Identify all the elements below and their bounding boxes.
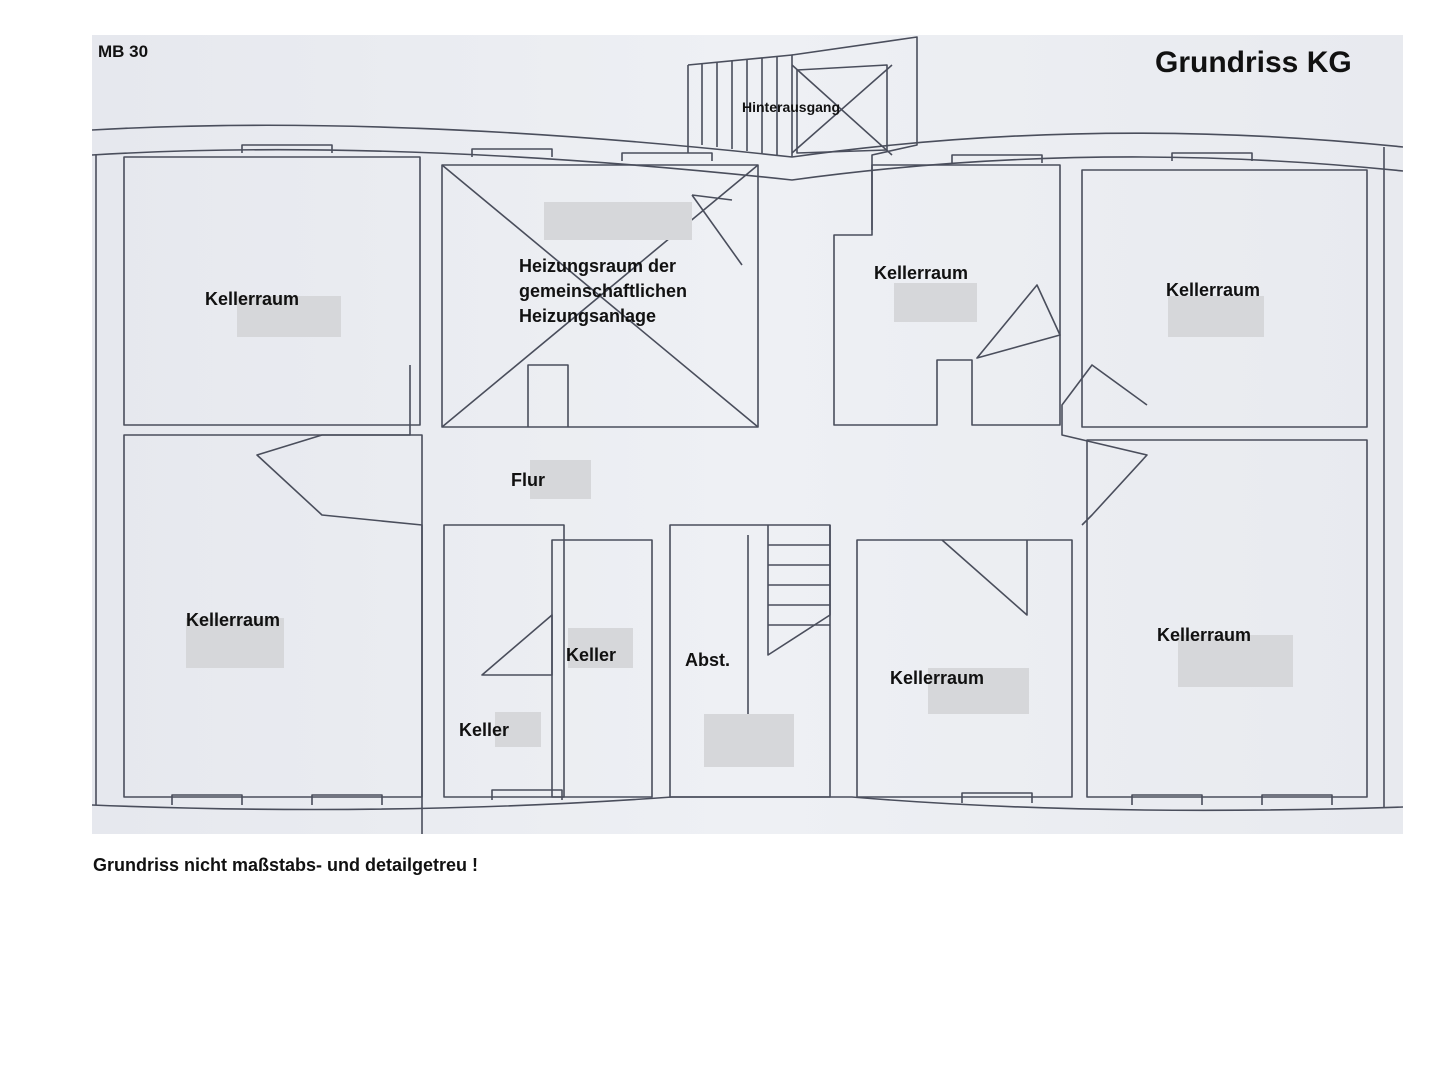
redaction-patch bbox=[704, 714, 794, 767]
room-label-keller-2: Keller bbox=[459, 720, 510, 740]
room-label-kellerraum-bl: Kellerraum bbox=[186, 610, 281, 630]
room-tl bbox=[123, 156, 421, 426]
stair-treads-top bbox=[701, 57, 778, 155]
heizung-door bbox=[691, 194, 743, 266]
room-label-hinterausgang: Hinterausgang bbox=[742, 99, 841, 115]
room-label-kellerraum-br: Kellerraum bbox=[1157, 625, 1252, 645]
redaction-patch bbox=[1178, 635, 1293, 687]
outer-wall-top-inner bbox=[92, 148, 1403, 181]
room-keller-1 bbox=[443, 524, 565, 798]
room-br bbox=[1086, 439, 1368, 798]
floor-plan bbox=[92, 35, 1403, 834]
heizung-chimney bbox=[527, 364, 569, 427]
room-label-keller-1: Keller bbox=[566, 645, 617, 665]
disclaimer-note: Grundriss nicht maßstabs- und detailgetr… bbox=[93, 855, 479, 875]
redaction-patch bbox=[1168, 296, 1264, 337]
keller-door bbox=[481, 614, 553, 676]
redaction-patch bbox=[237, 296, 341, 337]
landing-inner bbox=[796, 64, 888, 154]
redaction-patch bbox=[544, 202, 692, 240]
room-label-kellerraum-tl: Kellerraum bbox=[205, 289, 300, 309]
redaction-patch bbox=[568, 628, 633, 668]
room-label-heizungsraum: Heizungsraum der gemeinschaftlichen Heiz… bbox=[519, 256, 688, 326]
room-label-kellerraum-tr: Kellerraum bbox=[1166, 280, 1261, 300]
scale-label: MB 30 bbox=[98, 42, 149, 61]
flur-left-arrow bbox=[256, 365, 423, 834]
room-tr bbox=[1081, 169, 1368, 428]
redaction-patch bbox=[530, 460, 591, 499]
room-label-abst: Abst. bbox=[685, 650, 730, 670]
room-label-flur: Flur bbox=[511, 470, 545, 490]
room-bc bbox=[856, 539, 1073, 798]
redaction-patch bbox=[186, 618, 284, 668]
redaction-patch bbox=[894, 283, 977, 322]
redaction-patch bbox=[495, 712, 541, 747]
room-heizung bbox=[441, 164, 759, 428]
room-label-kellerraum-tc: Kellerraum bbox=[874, 263, 969, 283]
stairs-lower bbox=[747, 525, 831, 715]
page-title: Grundriss KG bbox=[1155, 46, 1352, 79]
door-bc bbox=[941, 539, 1028, 616]
window-niches-bottom bbox=[171, 789, 1333, 805]
stair-treads-lower bbox=[768, 544, 830, 626]
room-abst bbox=[669, 524, 831, 798]
door-tc bbox=[976, 284, 1061, 359]
heizung-cross bbox=[441, 164, 759, 428]
redaction-patch bbox=[928, 668, 1029, 714]
flur-right-arrow bbox=[1061, 364, 1148, 526]
room-tc bbox=[833, 164, 1061, 426]
room-label-kellerraum-bc: Kellerraum bbox=[890, 668, 985, 688]
landing-cross bbox=[791, 64, 893, 156]
window-niches-top bbox=[241, 144, 1253, 163]
